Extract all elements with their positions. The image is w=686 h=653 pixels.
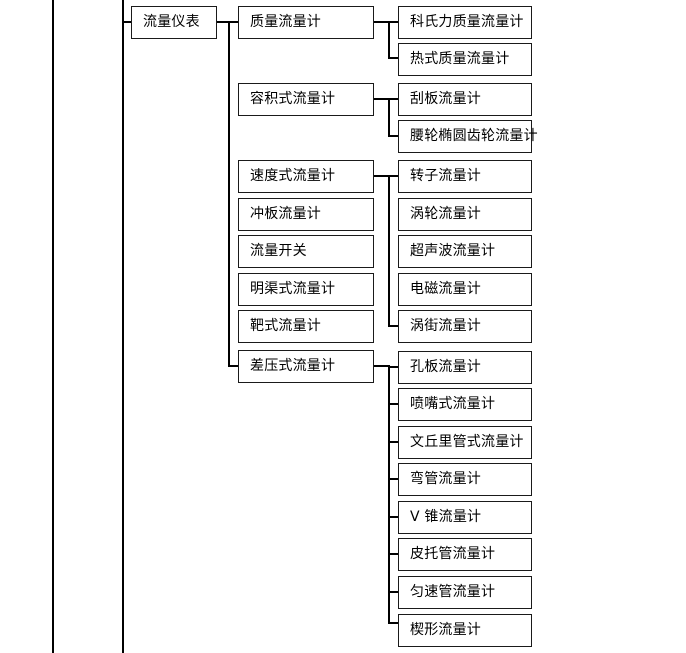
node-electromagnetic-flow-meter-label: 电磁流量计 — [410, 280, 481, 297]
node-thermal-mass-flow-meter-label: 热式质量流量计 — [410, 50, 510, 67]
connector-volumetric-child-2 — [388, 135, 398, 137]
node-target-flow-meter-label: 靶式流量计 — [250, 317, 321, 334]
connector-mass-child-1 — [388, 21, 398, 23]
connector-dp-child-6 — [388, 553, 398, 555]
node-root-flow-meter[interactable]: 流量仪表 — [131, 6, 217, 39]
node-electromagnetic-flow-meter[interactable]: 电磁流量计 — [398, 273, 532, 306]
connector-dp-child-5 — [388, 516, 398, 518]
node-pitot-tube-flow-meter[interactable]: 皮托管流量计 — [398, 538, 532, 571]
node-open-channel-flow-meter[interactable]: 明渠式流量计 — [238, 273, 374, 306]
node-root-label: 流量仪表 — [143, 13, 200, 30]
node-thermal-mass-flow-meter[interactable]: 热式质量流量计 — [398, 43, 532, 76]
node-elbow-flow-meter[interactable]: 弯管流量计 — [398, 463, 532, 496]
node-oval-gear-flow-meter[interactable]: 腰轮椭圆齿轮流量计 — [398, 120, 538, 153]
connector-root-inlet — [122, 21, 132, 23]
node-flow-switch-label: 流量开关 — [250, 242, 307, 259]
node-turbine-flow-meter[interactable]: 涡轮流量计 — [398, 198, 532, 231]
node-volumetric-flow-meter[interactable]: 容积式流量计 — [238, 83, 374, 116]
connector-mass-child-2 — [388, 57, 398, 59]
node-scraper-flow-meter-label: 刮板流量计 — [410, 90, 481, 107]
connector-dp-child-7 — [388, 591, 398, 593]
node-target-flow-meter[interactable]: 靶式流量计 — [238, 310, 374, 343]
node-flow-switch[interactable]: 流量开关 — [238, 235, 374, 268]
node-wedge-flow-meter[interactable]: 楔形流量计 — [398, 614, 532, 647]
node-impact-plate-flow-meter[interactable]: 冲板流量计 — [238, 198, 374, 231]
node-coriolis-mass-flow-meter[interactable]: 科氏力质量流量计 — [398, 6, 532, 39]
node-venturi-tube-flow-meter-label: 文丘里管式流量计 — [410, 433, 524, 450]
connector-velocity-outlet — [374, 175, 390, 177]
connector-dp-child-4 — [388, 478, 398, 480]
node-volumetric-flow-meter-label: 容积式流量计 — [250, 90, 336, 107]
connector-root-outlet — [217, 21, 238, 23]
node-mass-flow-meter[interactable]: 质量流量计 — [238, 6, 374, 39]
connector-dp-child-3 — [388, 441, 398, 443]
node-scraper-flow-meter[interactable]: 刮板流量计 — [398, 83, 532, 116]
node-elbow-flow-meter-label: 弯管流量计 — [410, 470, 481, 487]
connector-velocity-child-1 — [388, 175, 398, 177]
node-averaging-pitot-flow-meter-label: 匀速管流量计 — [410, 583, 496, 600]
connector-dp-child-2 — [388, 403, 398, 405]
node-differential-pressure-flow-meter[interactable]: 差压式流量计 — [238, 350, 374, 383]
node-v-cone-flow-meter-label: V 锥流量计 — [410, 508, 482, 525]
node-nozzle-flow-meter[interactable]: 喷嘴式流量计 — [398, 388, 532, 421]
node-vortex-flow-meter-label: 涡街流量计 — [410, 317, 481, 334]
node-wedge-flow-meter-label: 楔形流量计 — [410, 621, 481, 638]
node-vortex-flow-meter[interactable]: 涡街流量计 — [398, 310, 532, 343]
node-nozzle-flow-meter-label: 喷嘴式流量计 — [410, 395, 496, 412]
node-impact-plate-flow-meter-label: 冲板流量计 — [250, 205, 321, 222]
page-rule-left-outer — [52, 0, 54, 653]
node-oval-gear-flow-meter-label: 腰轮椭圆齿轮流量计 — [410, 127, 538, 144]
node-orifice-plate-flow-meter-label: 孔板流量计 — [410, 358, 481, 375]
node-differential-pressure-flow-meter-label: 差压式流量计 — [250, 357, 336, 374]
node-venturi-tube-flow-meter[interactable]: 文丘里管式流量计 — [398, 426, 532, 459]
node-velocity-flow-meter[interactable]: 速度式流量计 — [238, 160, 374, 193]
connector-volumetric-outlet — [374, 98, 390, 100]
node-averaging-pitot-flow-meter[interactable]: 匀速管流量计 — [398, 576, 532, 609]
connector-velocity-child-5 — [388, 325, 398, 327]
trunk-differential-children — [388, 365, 390, 623]
trunk-level2 — [228, 21, 230, 366]
node-mass-flow-meter-label: 质量流量计 — [250, 13, 321, 30]
connector-volumetric-child-1 — [388, 98, 398, 100]
connector-dp-child-1 — [388, 366, 398, 368]
trunk-volumetric-children — [388, 98, 390, 136]
node-open-channel-flow-meter-label: 明渠式流量计 — [250, 280, 336, 297]
node-rotameter-flow-meter-label: 转子流量计 — [410, 167, 481, 184]
node-orifice-plate-flow-meter[interactable]: 孔板流量计 — [398, 351, 532, 384]
node-turbine-flow-meter-label: 涡轮流量计 — [410, 205, 481, 222]
node-pitot-tube-flow-meter-label: 皮托管流量计 — [410, 545, 496, 562]
connector-mass-outlet — [374, 21, 390, 23]
node-ultrasonic-flow-meter[interactable]: 超声波流量计 — [398, 235, 532, 268]
trunk-velocity-children — [388, 175, 390, 326]
connector-trunk-to-differential — [228, 365, 238, 367]
trunk-mass-children — [388, 21, 390, 58]
node-v-cone-flow-meter[interactable]: V 锥流量计 — [398, 501, 532, 534]
node-coriolis-mass-flow-meter-label: 科氏力质量流量计 — [410, 13, 524, 30]
connector-dp-child-8 — [388, 622, 398, 624]
node-rotameter-flow-meter[interactable]: 转子流量计 — [398, 160, 532, 193]
node-ultrasonic-flow-meter-label: 超声波流量计 — [410, 242, 496, 259]
node-velocity-flow-meter-label: 速度式流量计 — [250, 167, 336, 184]
page-rule-left-inner — [122, 0, 124, 653]
connector-differential-outlet — [374, 365, 390, 367]
